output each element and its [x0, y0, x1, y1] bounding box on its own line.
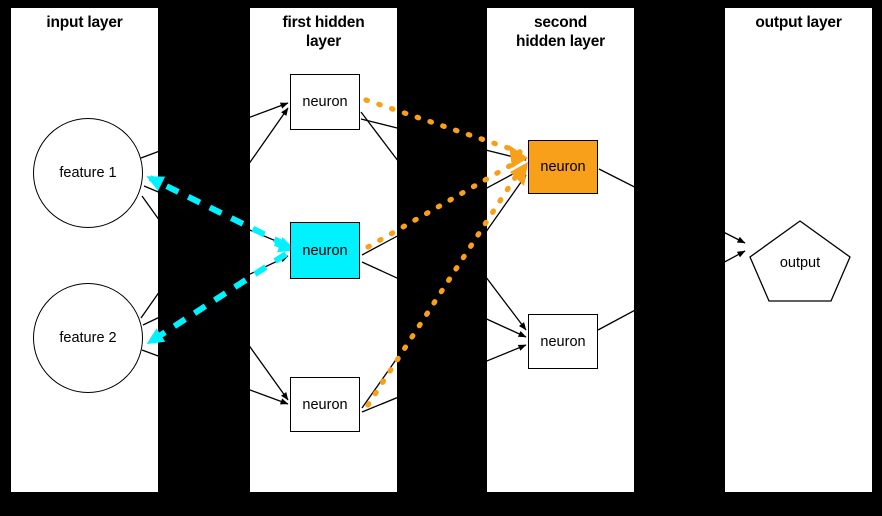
node-hidden1-middle-label: neuron: [302, 242, 348, 259]
layer-title-output: output layer: [725, 14, 872, 33]
layer-title-output-text: output layer: [755, 14, 842, 31]
layer-title-hidden2-line2: hidden layer: [516, 32, 605, 50]
node-hidden2-top[interactable]: neuron: [528, 140, 598, 194]
layer-title-input: input layer: [11, 14, 158, 33]
layer-title-hidden2: second hidden layer: [487, 14, 634, 52]
node-hidden1-top[interactable]: neuron: [290, 74, 360, 130]
layer-title-input-text: input layer: [46, 14, 123, 31]
layer-title-hidden1: first hidden layer: [250, 14, 397, 52]
node-feature-1-label: feature 1: [59, 165, 117, 181]
node-hidden2-bottom-label: neuron: [540, 333, 586, 350]
node-hidden1-bottom[interactable]: neuron: [290, 377, 360, 432]
pentagon-shape: [749, 220, 851, 302]
node-hidden1-middle[interactable]: neuron: [290, 222, 360, 279]
node-hidden2-top-label: neuron: [540, 159, 586, 175]
node-feature-2[interactable]: feature 2: [33, 283, 143, 393]
layer-panel-hidden2: [487, 8, 634, 492]
node-feature-2-label: feature 2: [59, 330, 117, 346]
node-hidden1-top-label: neuron: [302, 94, 348, 110]
layer-title-hidden1-line2: layer: [305, 32, 342, 50]
layer-title-hidden2-line1: second: [533, 14, 588, 31]
layer-panel-input: [11, 8, 158, 492]
node-hidden1-bottom-label: neuron: [302, 396, 348, 413]
layer-title-hidden1-line1: first hidden: [282, 14, 365, 31]
node-feature-1[interactable]: feature 1: [33, 118, 143, 228]
node-output[interactable]: output: [748, 219, 852, 303]
node-hidden2-bottom[interactable]: neuron: [528, 314, 598, 369]
